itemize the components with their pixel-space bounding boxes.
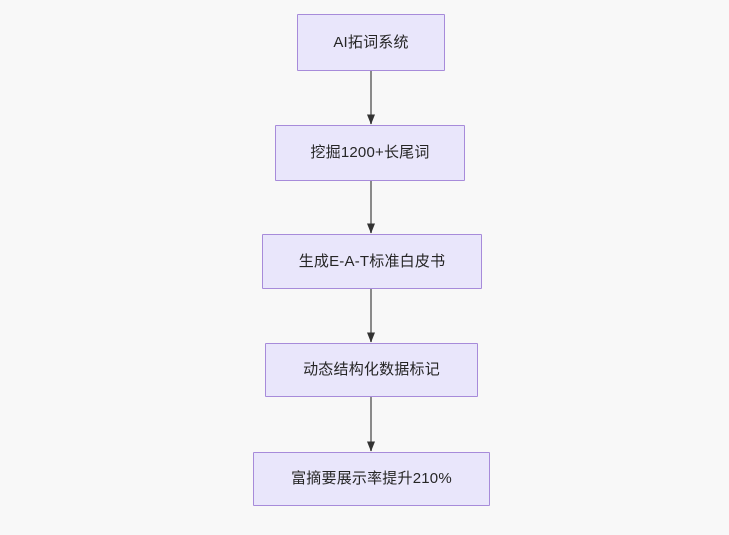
flow-node-label: 挖掘1200+长尾词: [310, 144, 430, 161]
flow-node-mine-longtail-keywords[interactable]: 挖掘1200+长尾词: [275, 125, 465, 181]
flow-node-ai-keyword-system[interactable]: AI拓词系统: [297, 14, 445, 71]
flow-node-label: 生成E-A-T标准白皮书: [298, 252, 446, 270]
flow-node-label: AI拓词系统: [333, 33, 409, 51]
flow-node-label: 富摘要展示率提升210%: [291, 470, 452, 487]
flow-node-generate-eat-whitepaper[interactable]: 生成E-A-T标准白皮书: [262, 234, 482, 289]
flow-node-label: 动态结构化数据标记: [303, 361, 440, 378]
flow-node-dynamic-structured-data-markup[interactable]: 动态结构化数据标记: [265, 343, 478, 397]
flow-node-rich-snippet-impression-lift[interactable]: 富摘要展示率提升210%: [253, 452, 490, 506]
